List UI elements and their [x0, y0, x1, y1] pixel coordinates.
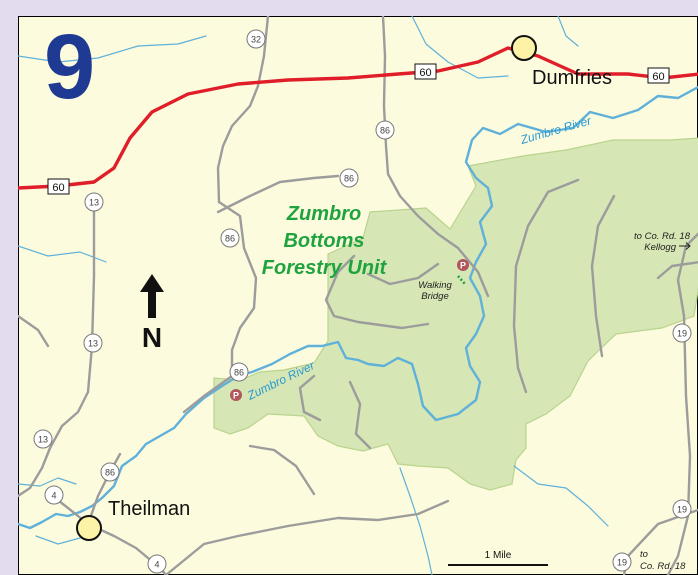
road-east-c — [666, 232, 698, 575]
parking-icon-west: P — [230, 389, 242, 401]
svg-text:60: 60 — [52, 182, 64, 194]
to-co-rd-18-label-1: to — [640, 549, 648, 560]
town-theilman: Theilman — [76, 498, 190, 541]
route-shield-86-e: 86 — [100, 462, 120, 482]
walking-bridge-label-2: Bridge — [421, 291, 448, 302]
north-label: N — [142, 322, 162, 353]
svg-text:86: 86 — [380, 126, 390, 136]
svg-text:4: 4 — [154, 560, 159, 570]
stream-south-a — [399, 467, 433, 575]
water-features — [18, 16, 698, 575]
town-dumfries-label: Dumfries — [532, 67, 612, 89]
svg-text:13: 13 — [88, 339, 98, 349]
svg-text:P: P — [460, 261, 466, 271]
road-east-a — [512, 178, 580, 394]
stream-south-b — [513, 465, 609, 527]
svg-text:86: 86 — [234, 368, 244, 378]
road-east-e — [656, 261, 698, 280]
to-kellogg-label-2: Kellogg — [644, 242, 676, 253]
svg-text:13: 13 — [89, 198, 99, 208]
title-line-1: Zumbro — [286, 203, 361, 225]
svg-text:13: 13 — [38, 435, 48, 445]
forestry-unit-area — [213, 137, 698, 491]
route-shield-13-a: 13 — [84, 192, 104, 212]
road-forest-c — [298, 374, 322, 422]
parking-icon-bridge: P — [457, 259, 469, 271]
title-line-2: Bottoms — [283, 230, 364, 252]
route-shield-86-b: 86 — [339, 168, 359, 188]
svg-text:60: 60 — [652, 71, 664, 83]
arrow-right-icon — [679, 242, 691, 250]
highway-60 — [18, 46, 698, 190]
map-canvas: 9 Zumbro Bottoms Forestry Unit N Zumbro … — [18, 16, 698, 575]
svg-text:19: 19 — [677, 329, 687, 339]
svg-text:32: 32 — [251, 35, 261, 45]
route-shield-86-d: 86 — [229, 362, 249, 382]
route-shield-4-a: 4 — [44, 485, 64, 505]
stream-south-c — [35, 535, 81, 545]
route-shield-86-c: 86 — [220, 228, 240, 248]
town-theilman-label: Theilman — [108, 498, 190, 520]
scale-bar: 1 Mile — [448, 550, 548, 566]
road-86-mid — [182, 200, 258, 414]
zumbro-river — [18, 85, 698, 530]
road-86-east — [381, 16, 490, 298]
north-arrow-icon — [140, 274, 164, 318]
route-shield-19-b: 19 — [672, 499, 692, 519]
north-arrow: N — [140, 274, 164, 353]
scale-label: 1 Mile — [485, 550, 512, 561]
stream-theilman — [18, 477, 77, 487]
road-east-b — [590, 194, 616, 358]
route-shield-4-b: 4 — [147, 554, 167, 574]
page-number: 9 — [44, 16, 95, 118]
town-theilman-marker — [76, 515, 102, 541]
town-dumfries-marker — [511, 35, 537, 61]
road-forest-d — [348, 380, 372, 450]
svg-text:86: 86 — [344, 174, 354, 184]
road-south-center — [248, 444, 316, 496]
svg-text:P: P — [233, 391, 239, 401]
route-shield-60-mid: 60 — [414, 63, 437, 80]
svg-text:60: 60 — [419, 67, 431, 79]
road-13 — [18, 200, 96, 498]
walking-bridge-label-1: Walking — [418, 280, 452, 291]
route-shield-19-c: 19 — [612, 552, 632, 572]
route-shield-86-a: 86 — [375, 120, 395, 140]
svg-text:86: 86 — [225, 234, 235, 244]
route-shield-60-east: 60 — [647, 67, 670, 84]
walking-bridge-icon — [457, 275, 466, 285]
route-shield-13-c: 13 — [33, 429, 53, 449]
stream-dumfries-b — [557, 16, 579, 47]
road-forest-a — [324, 254, 430, 330]
road-theilman-n — [86, 452, 122, 526]
route-shield-60-west: 60 — [47, 178, 70, 195]
to-co-rd-18-label-2: Co. Rd. 18 — [640, 561, 686, 572]
road-to-86-shield — [216, 174, 340, 214]
road-13-west — [18, 314, 50, 348]
route-shield-13-b: 13 — [83, 333, 103, 353]
stream-dumfries — [411, 16, 509, 79]
road-forest-b — [366, 262, 440, 286]
to-kellogg-label-1: to Co. Rd. 18 — [634, 231, 691, 242]
svg-text:86: 86 — [105, 468, 115, 478]
road-86-north — [216, 16, 270, 204]
route-shield-19-a: 19 — [672, 323, 692, 343]
town-dumfries: Dumfries — [511, 35, 612, 89]
forestry-unit-title: Zumbro Bottoms Forestry Unit — [262, 203, 388, 279]
svg-text:19: 19 — [677, 505, 687, 515]
title-line-3: Forestry Unit — [262, 257, 388, 279]
svg-text:19: 19 — [617, 558, 627, 568]
stream-north — [18, 35, 207, 63]
svg-text:4: 4 — [51, 491, 56, 501]
route-shield-32: 32 — [246, 29, 266, 49]
road-south-main — [164, 499, 450, 575]
